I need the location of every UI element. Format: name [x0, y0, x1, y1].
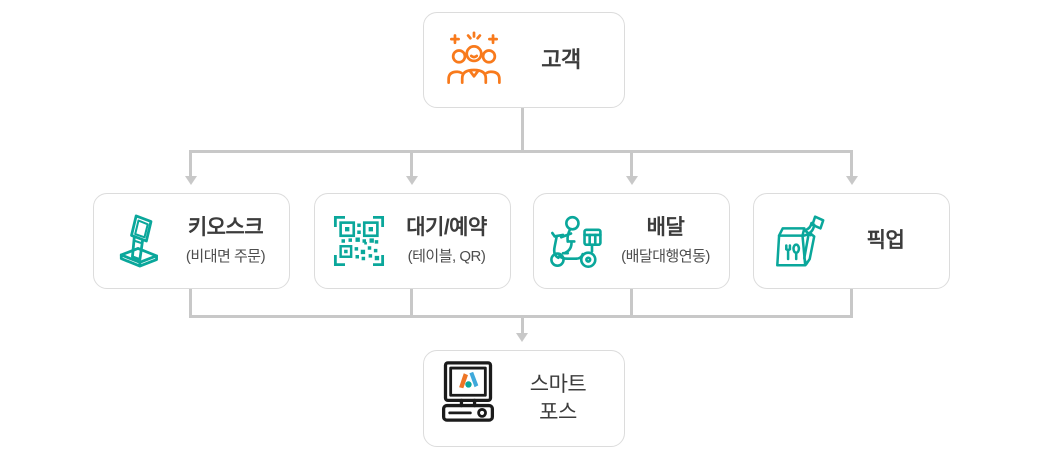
node-kiosk: 키오스크 (비대면 주문) [93, 193, 290, 289]
connector-bottom-stub-kiosk [189, 289, 192, 318]
arrowhead-pickup [846, 176, 858, 185]
node-pickup: 픽업 [753, 193, 950, 289]
connector-stub-delivery [630, 150, 633, 178]
arrowhead-kiosk [185, 176, 197, 185]
arrowhead-pos [516, 333, 528, 342]
pos-terminal-icon [436, 360, 500, 438]
connector-stub-pickup [850, 150, 853, 178]
pos-label-line1: 스마트 [529, 373, 587, 397]
node-delivery: 배달 (배달대행연동) [533, 193, 730, 289]
waiting-title: 대기/예약 [406, 216, 487, 240]
connector-bottom-vertical [521, 315, 524, 334]
node-customer: 고객 [423, 12, 625, 108]
delivery-scooter-icon [546, 213, 610, 269]
arrowhead-delivery [626, 176, 638, 185]
pickup-bag-icon [766, 212, 830, 270]
delivery-title: 배달 [646, 216, 685, 240]
connector-top-horizontal [189, 150, 853, 153]
arrowhead-waiting [406, 176, 418, 185]
kiosk-icon [106, 212, 170, 270]
connector-top-vertical [521, 108, 524, 152]
connector-bottom-stub-waiting [410, 289, 413, 318]
waiting-subtitle: (테이블, QR) [407, 247, 486, 265]
connector-bottom-stub-pickup [850, 289, 853, 318]
connector-stub-waiting [410, 150, 413, 178]
connector-stub-kiosk [189, 150, 192, 178]
pos-label-line2: 포스 [539, 400, 577, 424]
kiosk-title: 키오스크 [187, 216, 264, 240]
qr-code-icon [327, 213, 391, 269]
pickup-title: 픽업 [866, 228, 905, 252]
connector-bottom-stub-delivery [630, 289, 633, 318]
node-pos: 스마트 포스 [423, 350, 625, 447]
delivery-subtitle: (배달대행연동) [621, 247, 710, 265]
kiosk-subtitle: (비대면 주문) [185, 247, 266, 265]
customer-label: 고객 [541, 47, 581, 73]
customers-icon [442, 31, 506, 89]
node-waiting: 대기/예약 (테이블, QR) [314, 193, 511, 289]
